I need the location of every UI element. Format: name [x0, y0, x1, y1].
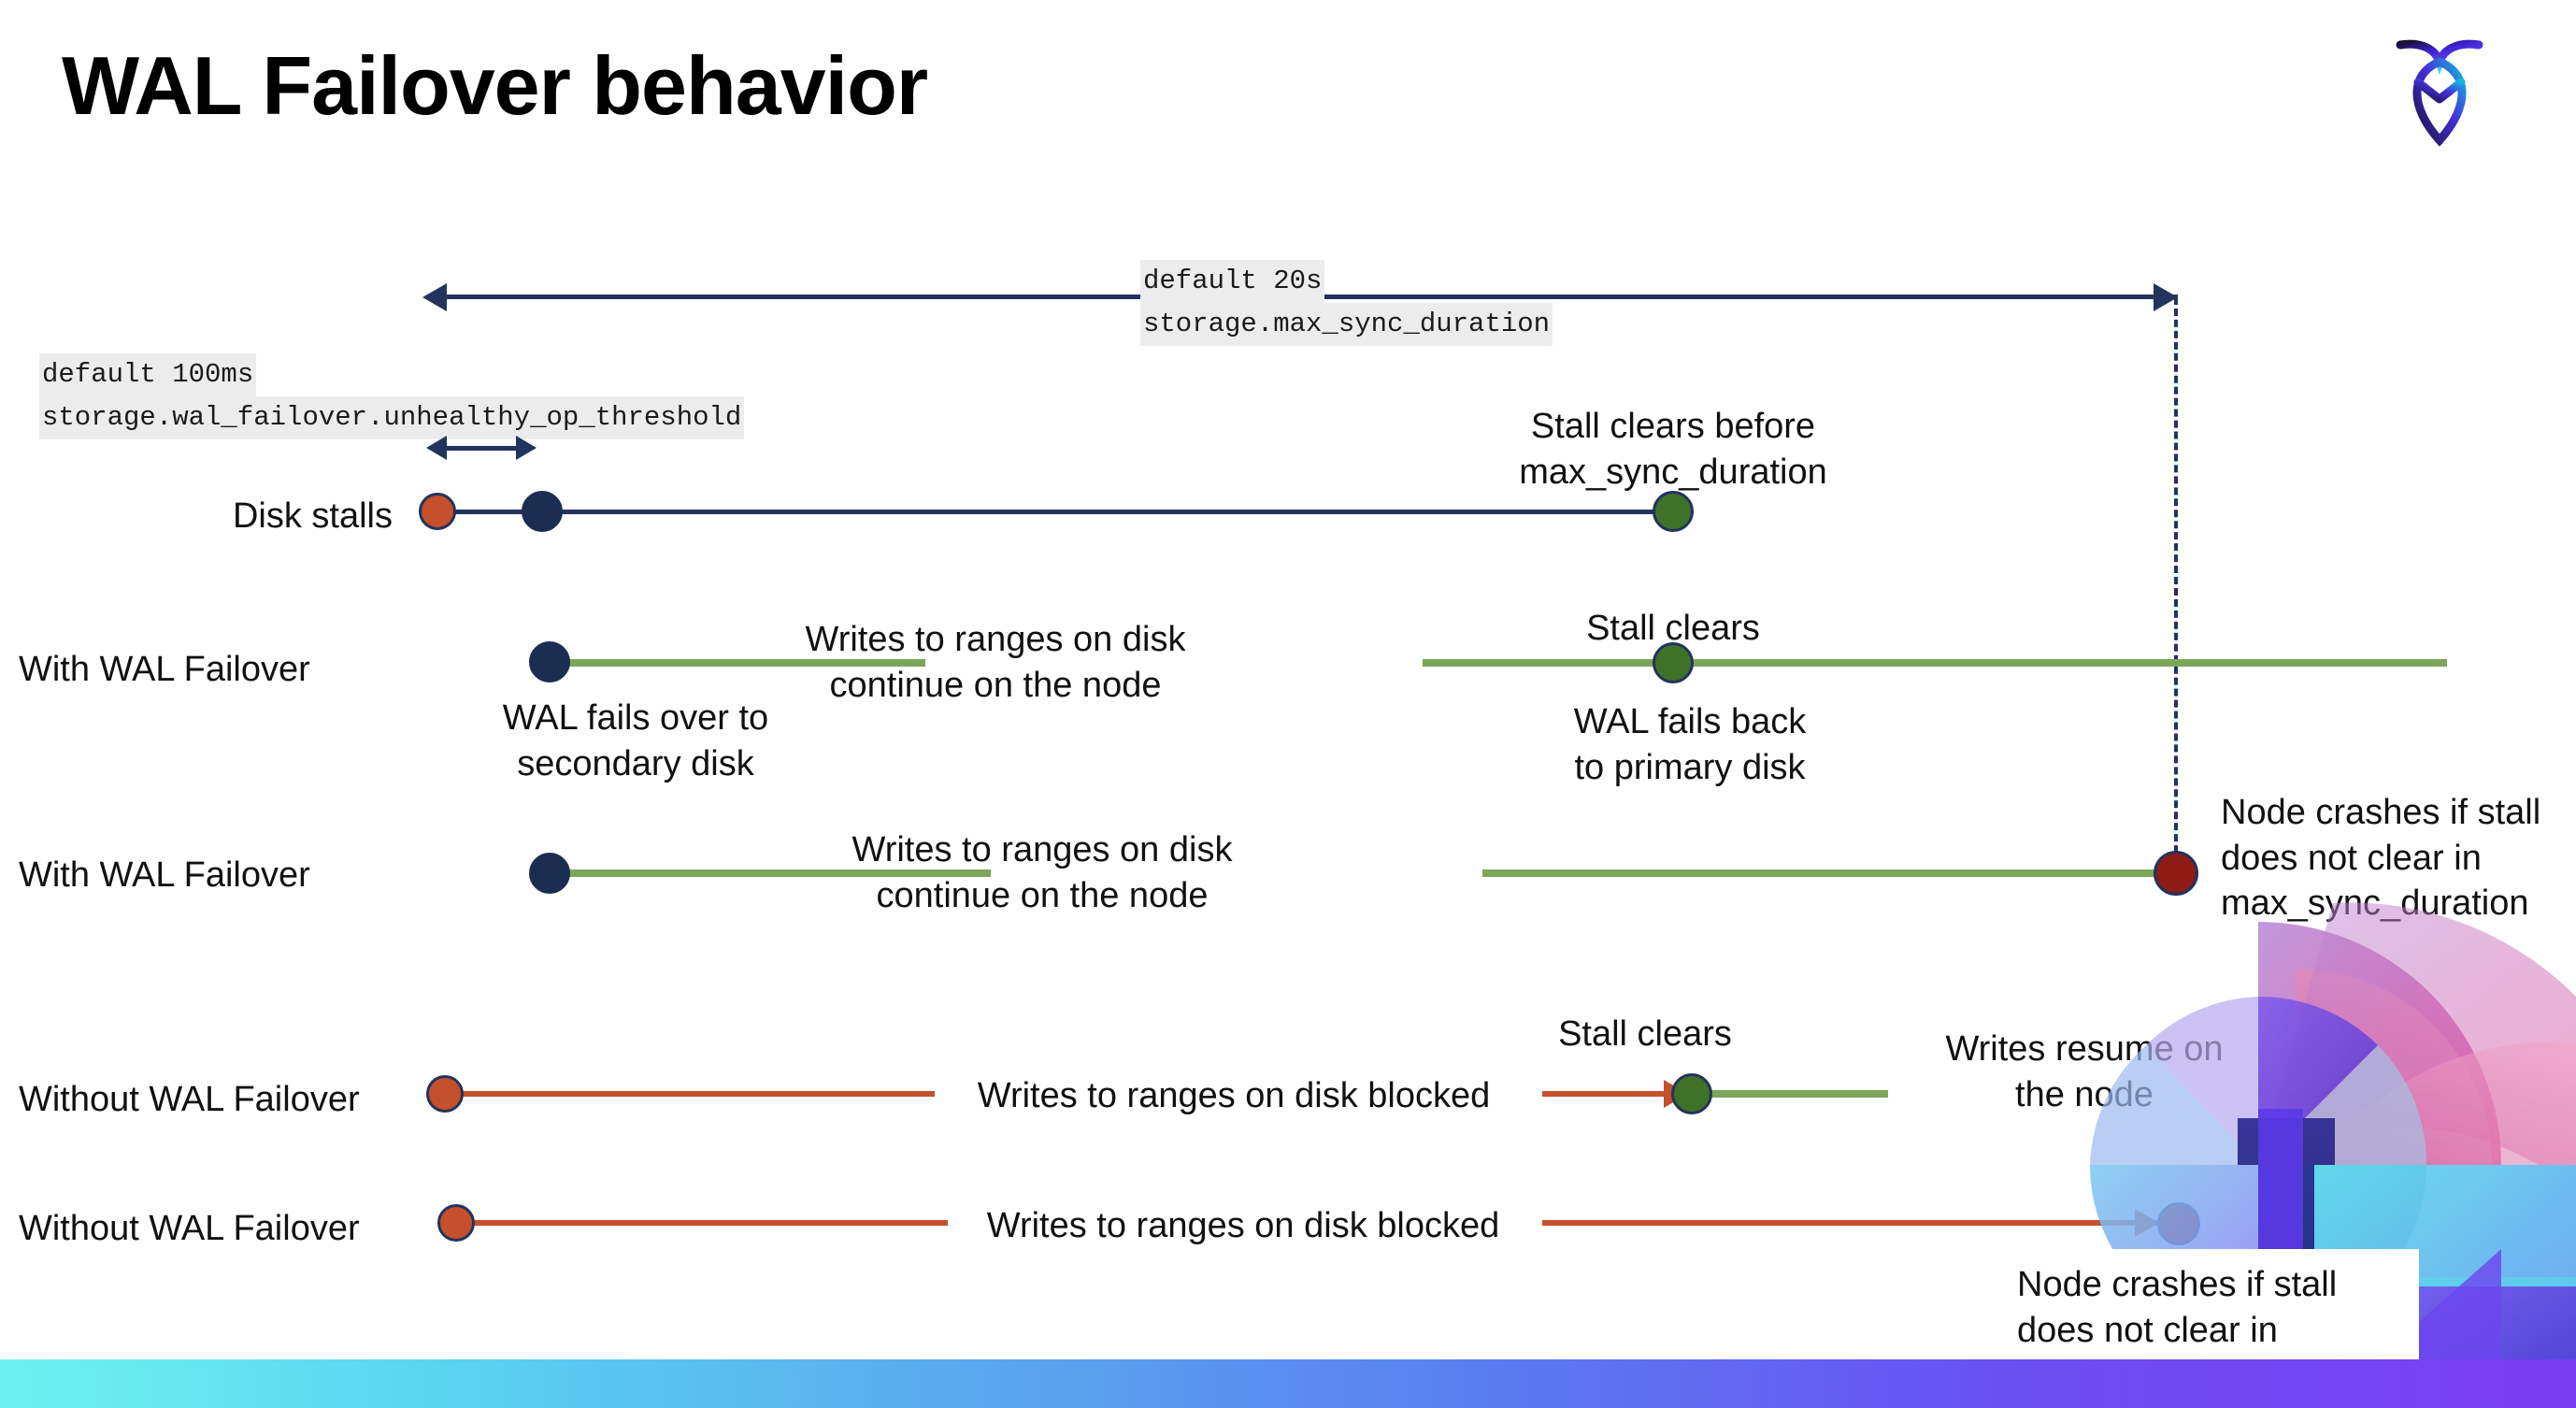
row-label-without-wal-failover-1: Without WAL Failover [19, 1080, 360, 1119]
without-failover-1-stall-clears-dot [1671, 1073, 1712, 1114]
row-label-with-wal-failover-1: With WAL Failover [19, 650, 310, 689]
without-failover-1-resume-line [1710, 1090, 1888, 1098]
without-failover-2-blocked-line-b [1542, 1220, 2159, 1226]
annotation-writes-blocked-1: Writes to ranges on disk blocked [977, 1076, 1491, 1115]
max-sync-duration-default: default 20s [1140, 260, 1325, 304]
without-failover-2-blocked-line-a [462, 1220, 948, 1226]
row-label-without-wal-failover-2: Without WAL Failover [19, 1209, 360, 1248]
without-failover-2-arrowhead [2135, 1209, 2159, 1237]
max-sync-duration-arrow-right [2154, 283, 2178, 311]
annotation-writes-resume: Writes resume on the node [1945, 1029, 2224, 1114]
wal-failover-1-start-dot [529, 641, 570, 682]
disk-stalls-timeline [439, 510, 1682, 514]
page-title: WAL Failover behavior [62, 39, 928, 132]
annotation-writes-continue-2: Writes to ranges on disk continue on the… [852, 830, 1233, 915]
annotation-writes-blocked-2: Writes to ranges on disk blocked [986, 1206, 1500, 1245]
disk-stall-clears-dot [1653, 491, 1694, 532]
max-sync-duration-dashed-connector [2174, 297, 2178, 875]
unhealthy-op-threshold-config-label: default 100ms storage.wal_failover.unhea… [39, 353, 745, 440]
wal-failover-1-segment-a [551, 659, 925, 667]
annotation-stall-clears-before: Stall clears before max_sync_duration [1519, 407, 1827, 492]
unhealthy-op-threshold-setting: storage.wal_failover.unhealthy_op_thresh… [39, 396, 745, 440]
wal-failover-2-segment-b [1482, 869, 2174, 877]
without-failover-1-stall-start-dot [426, 1075, 464, 1113]
unhealthy-op-threshold-arrow-left [426, 436, 447, 460]
max-sync-duration-arrow-left [422, 283, 447, 311]
wal-failover-2-segment-a [551, 869, 991, 877]
unhealthy-op-threshold-default: default 100ms [39, 353, 257, 397]
annotation-stall-clears-b: Stall clears [1558, 1014, 1732, 1054]
max-sync-duration-setting: storage.max_sync_duration [1140, 303, 1553, 347]
disk-stall-start-dot [419, 493, 456, 530]
without-failover-2-stall-start-dot [437, 1204, 475, 1242]
wal-failover-1-segment-b [1423, 659, 2447, 667]
without-failover-1-blocked-line-b [1542, 1091, 1681, 1097]
annotation-wal-fails-over: WAL fails over to secondary disk [502, 698, 769, 783]
wal-failover-2-crash-dot [2154, 851, 2198, 896]
without-failover-2-crash-dot [2157, 1202, 2200, 1245]
annotation-wal-fails-back: WAL fails back to primary disk [1573, 702, 1807, 787]
bottom-gradient-bar [0, 1359, 2576, 1408]
cockroachdb-logo [2383, 24, 2496, 155]
without-failover-1-blocked-line-a [449, 1091, 935, 1097]
annotation-writes-continue-1: Writes to ranges on disk continue on the… [805, 620, 1186, 705]
disk-stall-failover-dot [522, 491, 563, 532]
without-failover-1-resume-line-far [2281, 1090, 2441, 1098]
row-label-with-wal-failover-2: With WAL Failover [19, 855, 310, 895]
annotation-stall-clears-a: Stall clears [1586, 609, 1760, 648]
wal-failover-2-start-dot [529, 853, 570, 894]
unhealthy-op-threshold-arrow-right [516, 436, 537, 460]
max-sync-duration-config-label: default 20s storage.max_sync_duration [1140, 260, 1553, 347]
annotation-node-crashes-1: Node crashes if stall does not clear in … [2221, 793, 2541, 924]
wal-failover-1-stall-clears-dot [1653, 642, 1694, 683]
row-label-disk-stalls: Disk stalls [232, 496, 393, 536]
unhealthy-op-threshold-span-line [447, 446, 516, 451]
